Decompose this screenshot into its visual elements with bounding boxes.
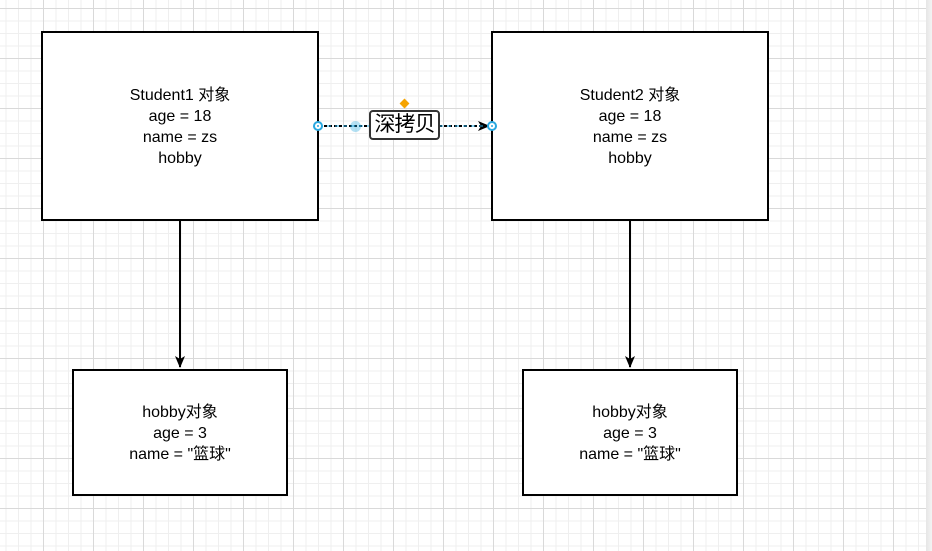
- canvas-scrollbar-edge[interactable]: [926, 0, 932, 551]
- node-student2[interactable]: Student2 对象 age = 18 name = zs hobby: [491, 31, 769, 221]
- node-text-line: age = 3: [153, 425, 207, 442]
- node-text-line: name = "篮球": [129, 446, 231, 463]
- edge-source-handle[interactable]: [313, 121, 323, 131]
- node-text-line: age = 18: [598, 108, 662, 125]
- edge-virtual-bend-handle[interactable]: [350, 121, 361, 132]
- edge-target-handle[interactable]: [487, 121, 497, 131]
- node-hobby1[interactable]: hobby对象 age = 3 name = "篮球": [72, 369, 288, 496]
- node-text-line: hobby: [608, 150, 652, 167]
- node-text-line: age = 18: [148, 108, 212, 125]
- node-student1[interactable]: Student1 对象 age = 18 name = zs hobby: [41, 31, 319, 221]
- node-text-line: name = zs: [592, 129, 668, 146]
- node-text-line: hobby对象: [142, 404, 218, 421]
- node-hobby2[interactable]: hobby对象 age = 3 name = "篮球": [522, 369, 738, 496]
- node-text-line: age = 3: [603, 425, 657, 442]
- node-text-line: name = zs: [142, 129, 218, 146]
- node-text-line: Student2 对象: [579, 87, 681, 104]
- node-text-line: name = "篮球": [579, 446, 681, 463]
- edge-label-deep-copy[interactable]: 深拷贝: [369, 110, 440, 140]
- node-text-line: hobby对象: [592, 404, 668, 421]
- node-text-line: Student1 对象: [129, 87, 231, 104]
- node-text-line: hobby: [158, 150, 202, 167]
